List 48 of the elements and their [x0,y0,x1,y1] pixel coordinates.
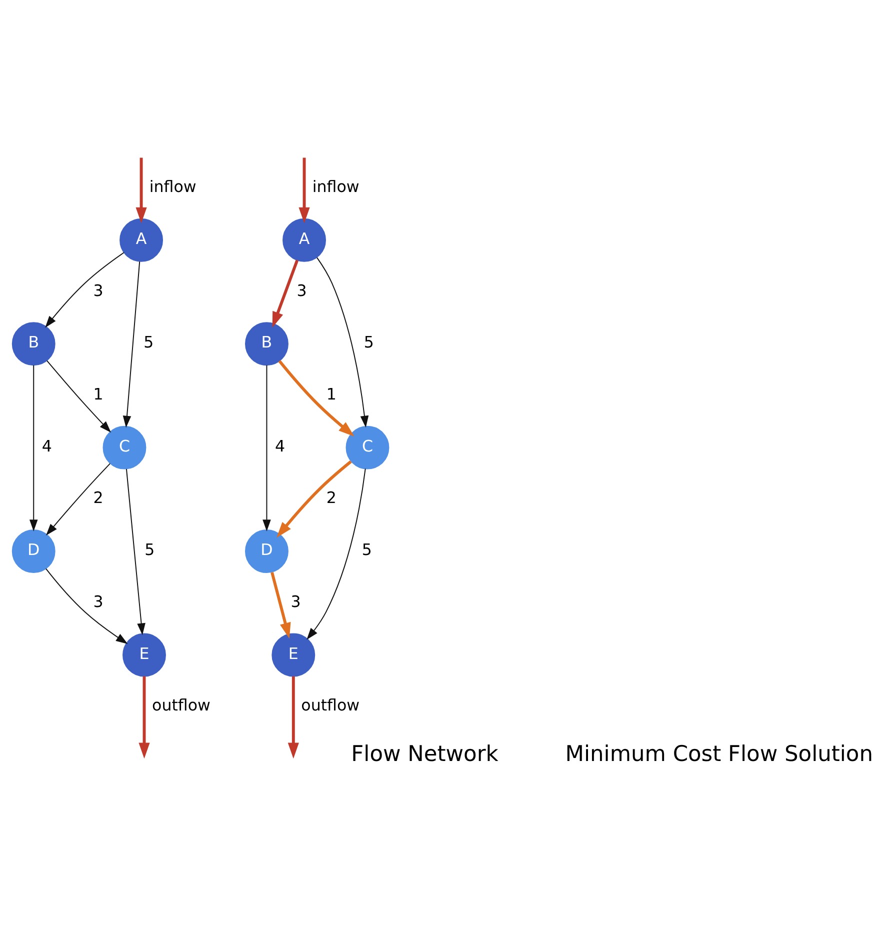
label: Flow Network [351,742,498,767]
arrow [306,468,366,640]
node-circle: D [12,530,56,574]
edge-label: inflow [149,177,196,196]
edge-label: 3 [93,280,104,300]
arrow [126,468,146,636]
edge-label: 5 [362,540,372,560]
edge-label: 4 [42,436,52,456]
node-circle: A [282,218,326,262]
node-circle: E [272,633,316,677]
node-circle: B [245,322,288,366]
edge-label: 4 [274,436,286,456]
label: Minimum Cost Flow Solution [565,742,873,767]
edge-label: 2 [93,488,104,508]
arrow [288,676,299,759]
node-circle: C [102,426,146,470]
arrow [29,364,38,532]
edge-label: 1 [326,384,336,404]
edge-label: 5 [144,540,155,560]
arrow [136,158,147,224]
node-circle: A [120,218,164,262]
node-circle: D [245,530,288,574]
node-circle: B [12,322,56,366]
edge-label: 5 [144,332,154,352]
arrow [45,252,124,328]
node-circle: C [346,426,390,470]
arrow [276,460,352,538]
arrow [272,260,299,328]
edge-label: 1 [93,384,104,404]
edge-label: 3 [93,592,104,611]
edge-label: 3 [290,592,301,611]
arrow [298,158,310,224]
edge-label: outflow [301,696,360,715]
edge-label: outflow [152,696,210,715]
edge-label: 3 [296,280,307,300]
arrow [45,568,128,644]
edge-label: inflow [312,177,360,196]
arrow [122,261,140,428]
arrow [138,676,150,759]
arrow [316,257,369,428]
arrow [46,463,111,536]
edge-label: 2 [326,488,336,508]
arrow [46,360,112,433]
arrow [270,572,291,639]
edge-label: 5 [364,332,374,352]
node-circle: E [122,633,166,677]
arrow [262,364,271,532]
arrow [278,360,354,436]
